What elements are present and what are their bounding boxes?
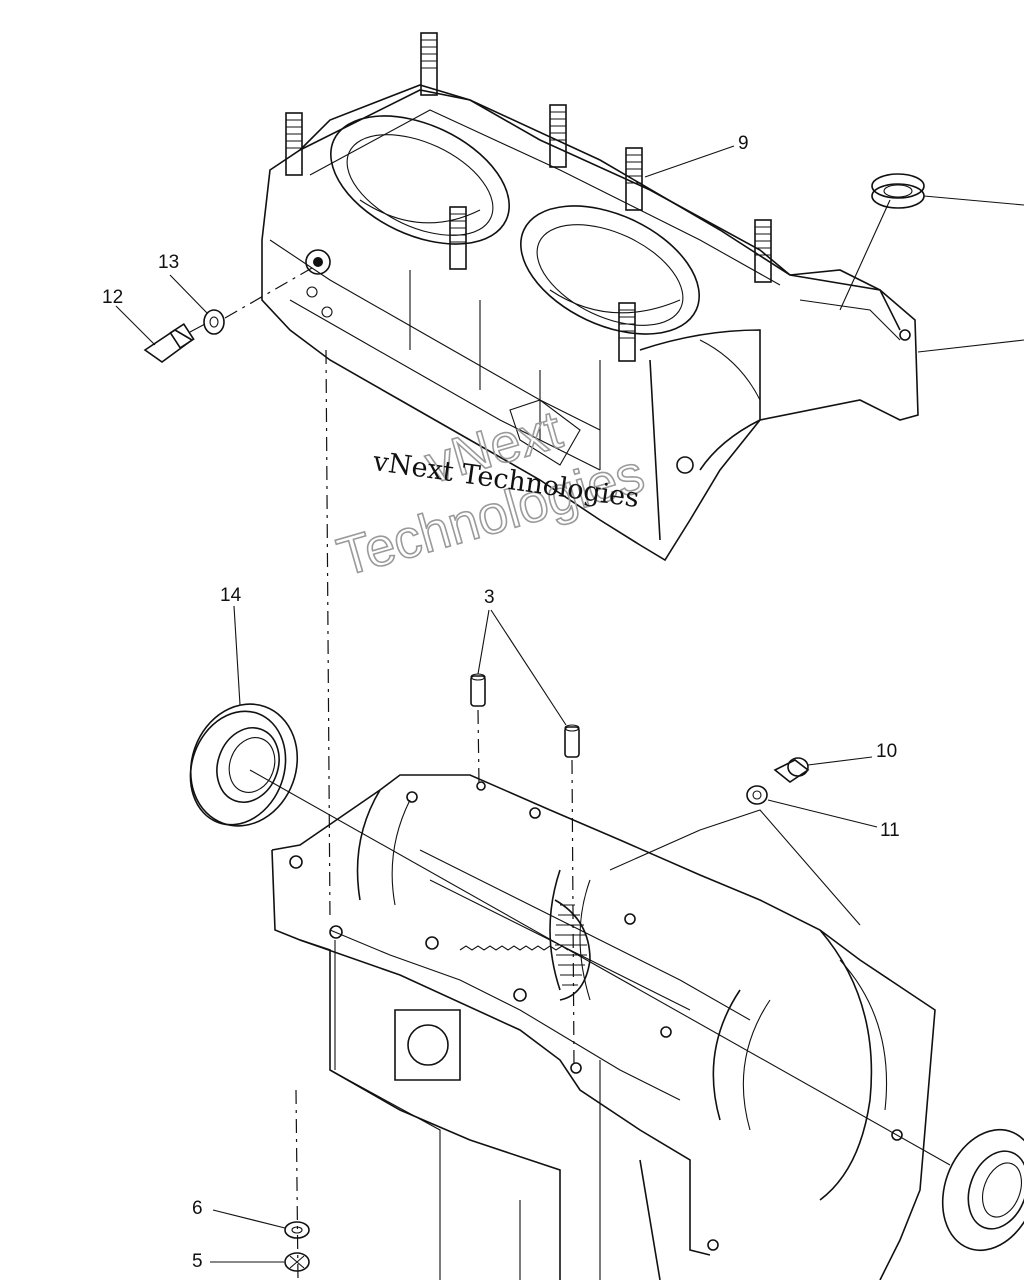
callout-3: 3 [484, 587, 495, 608]
washer-11 [746, 785, 768, 805]
dowel-pin-right [564, 724, 580, 758]
cylinder-studs [285, 32, 772, 362]
oil-seal-right [941, 1128, 1024, 1252]
callout-12: 12 [102, 287, 123, 308]
upper-seal [839, 173, 1024, 353]
lower-crankcase [271, 774, 936, 1280]
upper-crankcase [261, 32, 919, 562]
dowel-pin-left [470, 673, 486, 707]
callout-13: 13 [158, 252, 179, 273]
oil-seal-14 [189, 703, 299, 827]
callout-10: 10 [876, 741, 897, 762]
callout-labels: 9 13 12 14 3 10 11 6 5 [102, 133, 900, 1272]
callout-14: 14 [220, 585, 242, 606]
callout-5: 5 [192, 1251, 203, 1272]
callout-9: 9 [738, 133, 749, 154]
leader-lines [115, 145, 878, 1263]
callout-6: 6 [192, 1198, 203, 1219]
fitting-12 [143, 322, 206, 363]
washer-13 [203, 309, 225, 335]
washer-5 [284, 1252, 310, 1272]
reference-lines [295, 809, 861, 1280]
washer-6 [284, 1221, 310, 1239]
bolt-10 [773, 757, 810, 783]
callout-11: 11 [880, 820, 900, 841]
